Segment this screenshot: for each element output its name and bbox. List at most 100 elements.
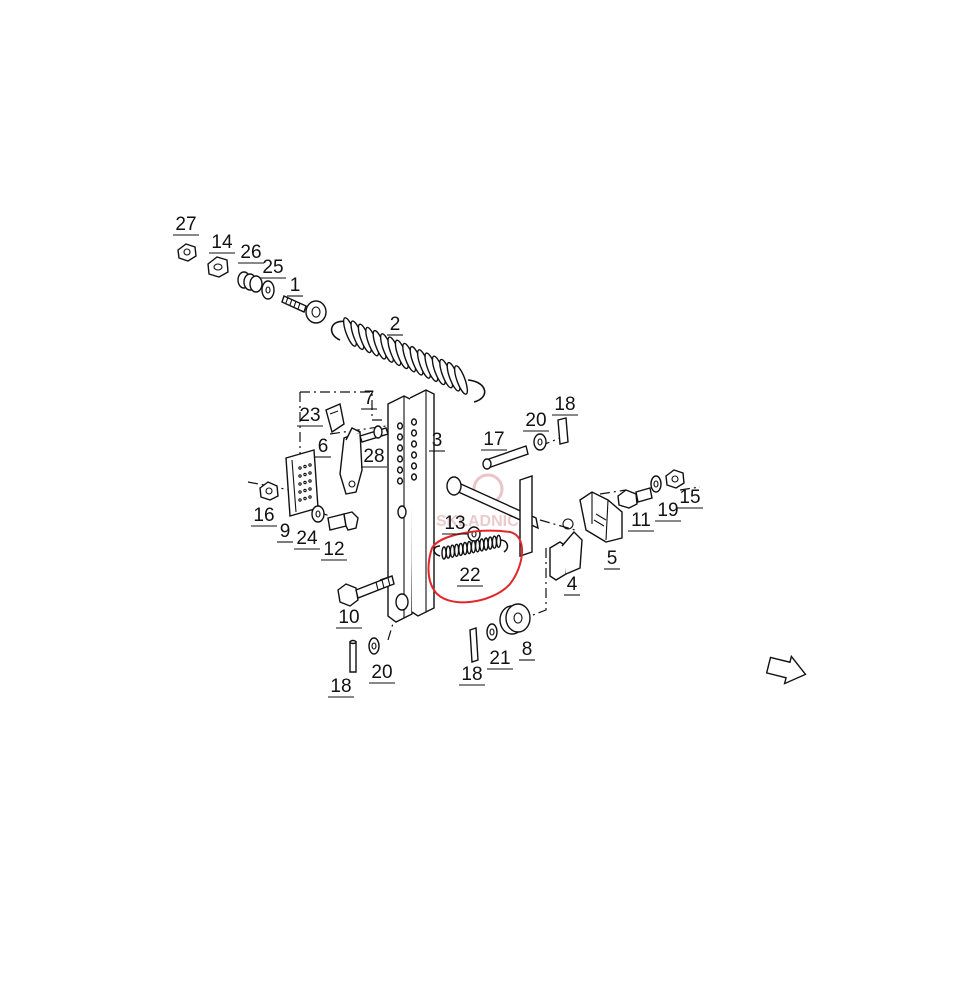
spring-coil bbox=[483, 537, 489, 551]
plate-hole bbox=[410, 429, 418, 437]
plate-hole bbox=[410, 418, 418, 426]
bracket-hole bbox=[298, 498, 302, 502]
bracket-hole bbox=[298, 490, 302, 494]
spring-coil bbox=[474, 539, 481, 553]
horizontal-shaft bbox=[446, 475, 539, 557]
plate-hole bbox=[410, 473, 418, 481]
bracket-hole bbox=[298, 482, 302, 486]
callout-25: 25 bbox=[262, 257, 283, 278]
callout-22: 22 bbox=[459, 565, 480, 586]
plate-hole bbox=[410, 462, 418, 470]
part-16-nut bbox=[259, 481, 279, 501]
callout-27: 27 bbox=[175, 214, 196, 235]
callout-11: 11 bbox=[631, 510, 651, 531]
spring-coil bbox=[487, 536, 493, 550]
part-25-washer bbox=[261, 280, 275, 300]
bracket-hole bbox=[303, 496, 307, 501]
part-18-pin-upper bbox=[557, 417, 569, 445]
plate-hole bbox=[396, 466, 404, 474]
callout-12: 12 bbox=[323, 539, 344, 560]
spring-coil bbox=[479, 538, 485, 552]
part-1-eye-bolt bbox=[281, 295, 327, 324]
spring-coil bbox=[453, 365, 469, 395]
callout-18: 18 bbox=[330, 676, 351, 697]
bracket-hole bbox=[298, 474, 302, 478]
part-14-nut bbox=[207, 256, 229, 278]
part-18-pin-lower-left bbox=[349, 639, 357, 673]
callout-10: 10 bbox=[338, 607, 359, 628]
highlight-circle bbox=[427, 529, 524, 604]
plate-hole bbox=[396, 433, 404, 441]
part-27-nut bbox=[177, 243, 197, 262]
part-17-pin bbox=[482, 445, 529, 470]
part-22-spring bbox=[433, 534, 509, 560]
callout-2: 2 bbox=[390, 314, 401, 335]
spring-coil bbox=[458, 542, 464, 557]
spring-coil bbox=[491, 535, 498, 549]
callout-8: 8 bbox=[522, 639, 533, 660]
callout-9: 9 bbox=[280, 521, 291, 542]
callout-16: 16 bbox=[253, 505, 274, 526]
plate-hole bbox=[396, 477, 404, 485]
part-5-shoe bbox=[579, 491, 623, 543]
part-3-vertical-plate bbox=[387, 389, 435, 623]
spring-coil bbox=[462, 541, 468, 556]
bracket-hole bbox=[298, 466, 302, 470]
bracket-hole bbox=[303, 464, 307, 469]
part-13-bush bbox=[467, 526, 481, 542]
part-4-bracket bbox=[549, 518, 583, 581]
part-12-bolt bbox=[327, 511, 359, 531]
plate-hole bbox=[396, 455, 404, 463]
callout-15: 15 bbox=[679, 487, 700, 508]
callout-20: 20 bbox=[525, 410, 546, 431]
callout-7: 7 bbox=[364, 388, 375, 409]
part-6-hook-arm bbox=[339, 427, 363, 495]
bracket-hole bbox=[308, 495, 312, 499]
bracket-hole bbox=[303, 472, 307, 477]
callout-5: 5 bbox=[607, 548, 618, 569]
bracket-hole bbox=[308, 471, 312, 475]
callout-18: 18 bbox=[461, 664, 482, 685]
callout-19: 19 bbox=[657, 500, 678, 521]
part-19-washer bbox=[650, 475, 662, 493]
bracket-hole bbox=[303, 488, 307, 493]
plate-hole bbox=[396, 422, 404, 430]
bracket-hole bbox=[308, 487, 312, 491]
part-24-washer bbox=[311, 505, 325, 523]
callout-1: 1 bbox=[290, 275, 301, 296]
callout-17: 17 bbox=[483, 429, 504, 450]
plate-hole bbox=[410, 440, 418, 448]
part-8-roller bbox=[499, 603, 531, 635]
callout-18: 18 bbox=[554, 394, 575, 415]
callout-13: 13 bbox=[444, 513, 465, 534]
spring-coil bbox=[449, 544, 456, 558]
bracket-hole bbox=[308, 479, 312, 483]
spring-coil bbox=[445, 545, 451, 559]
part-10-bolt bbox=[337, 575, 395, 607]
part-20-washer-lower bbox=[368, 637, 380, 655]
direction-arrow-icon bbox=[765, 654, 807, 685]
callout-20: 20 bbox=[371, 662, 392, 683]
callout-4: 4 bbox=[567, 574, 578, 595]
callout-3: 3 bbox=[432, 430, 443, 451]
part-28-pin bbox=[359, 425, 389, 443]
part-15-nut bbox=[665, 469, 685, 489]
part-21-washer bbox=[486, 623, 498, 641]
part-11-bolt bbox=[617, 487, 653, 509]
watermark-text: SKLADNICA bbox=[436, 513, 531, 530]
part-9-bracket-plate bbox=[285, 449, 319, 517]
spring-coil bbox=[466, 540, 472, 555]
callout-6: 6 bbox=[318, 436, 329, 457]
callout-14: 14 bbox=[211, 232, 233, 253]
spring-coil bbox=[441, 546, 447, 560]
part-26-spring-washer bbox=[237, 271, 263, 293]
spring-coil bbox=[453, 543, 460, 557]
plate-hole bbox=[410, 451, 418, 459]
part-2-tension-spring bbox=[330, 317, 486, 403]
callout-26: 26 bbox=[240, 242, 261, 263]
part-23-latch bbox=[325, 403, 345, 434]
spring-coil bbox=[495, 534, 502, 548]
callout-24: 24 bbox=[296, 528, 318, 549]
